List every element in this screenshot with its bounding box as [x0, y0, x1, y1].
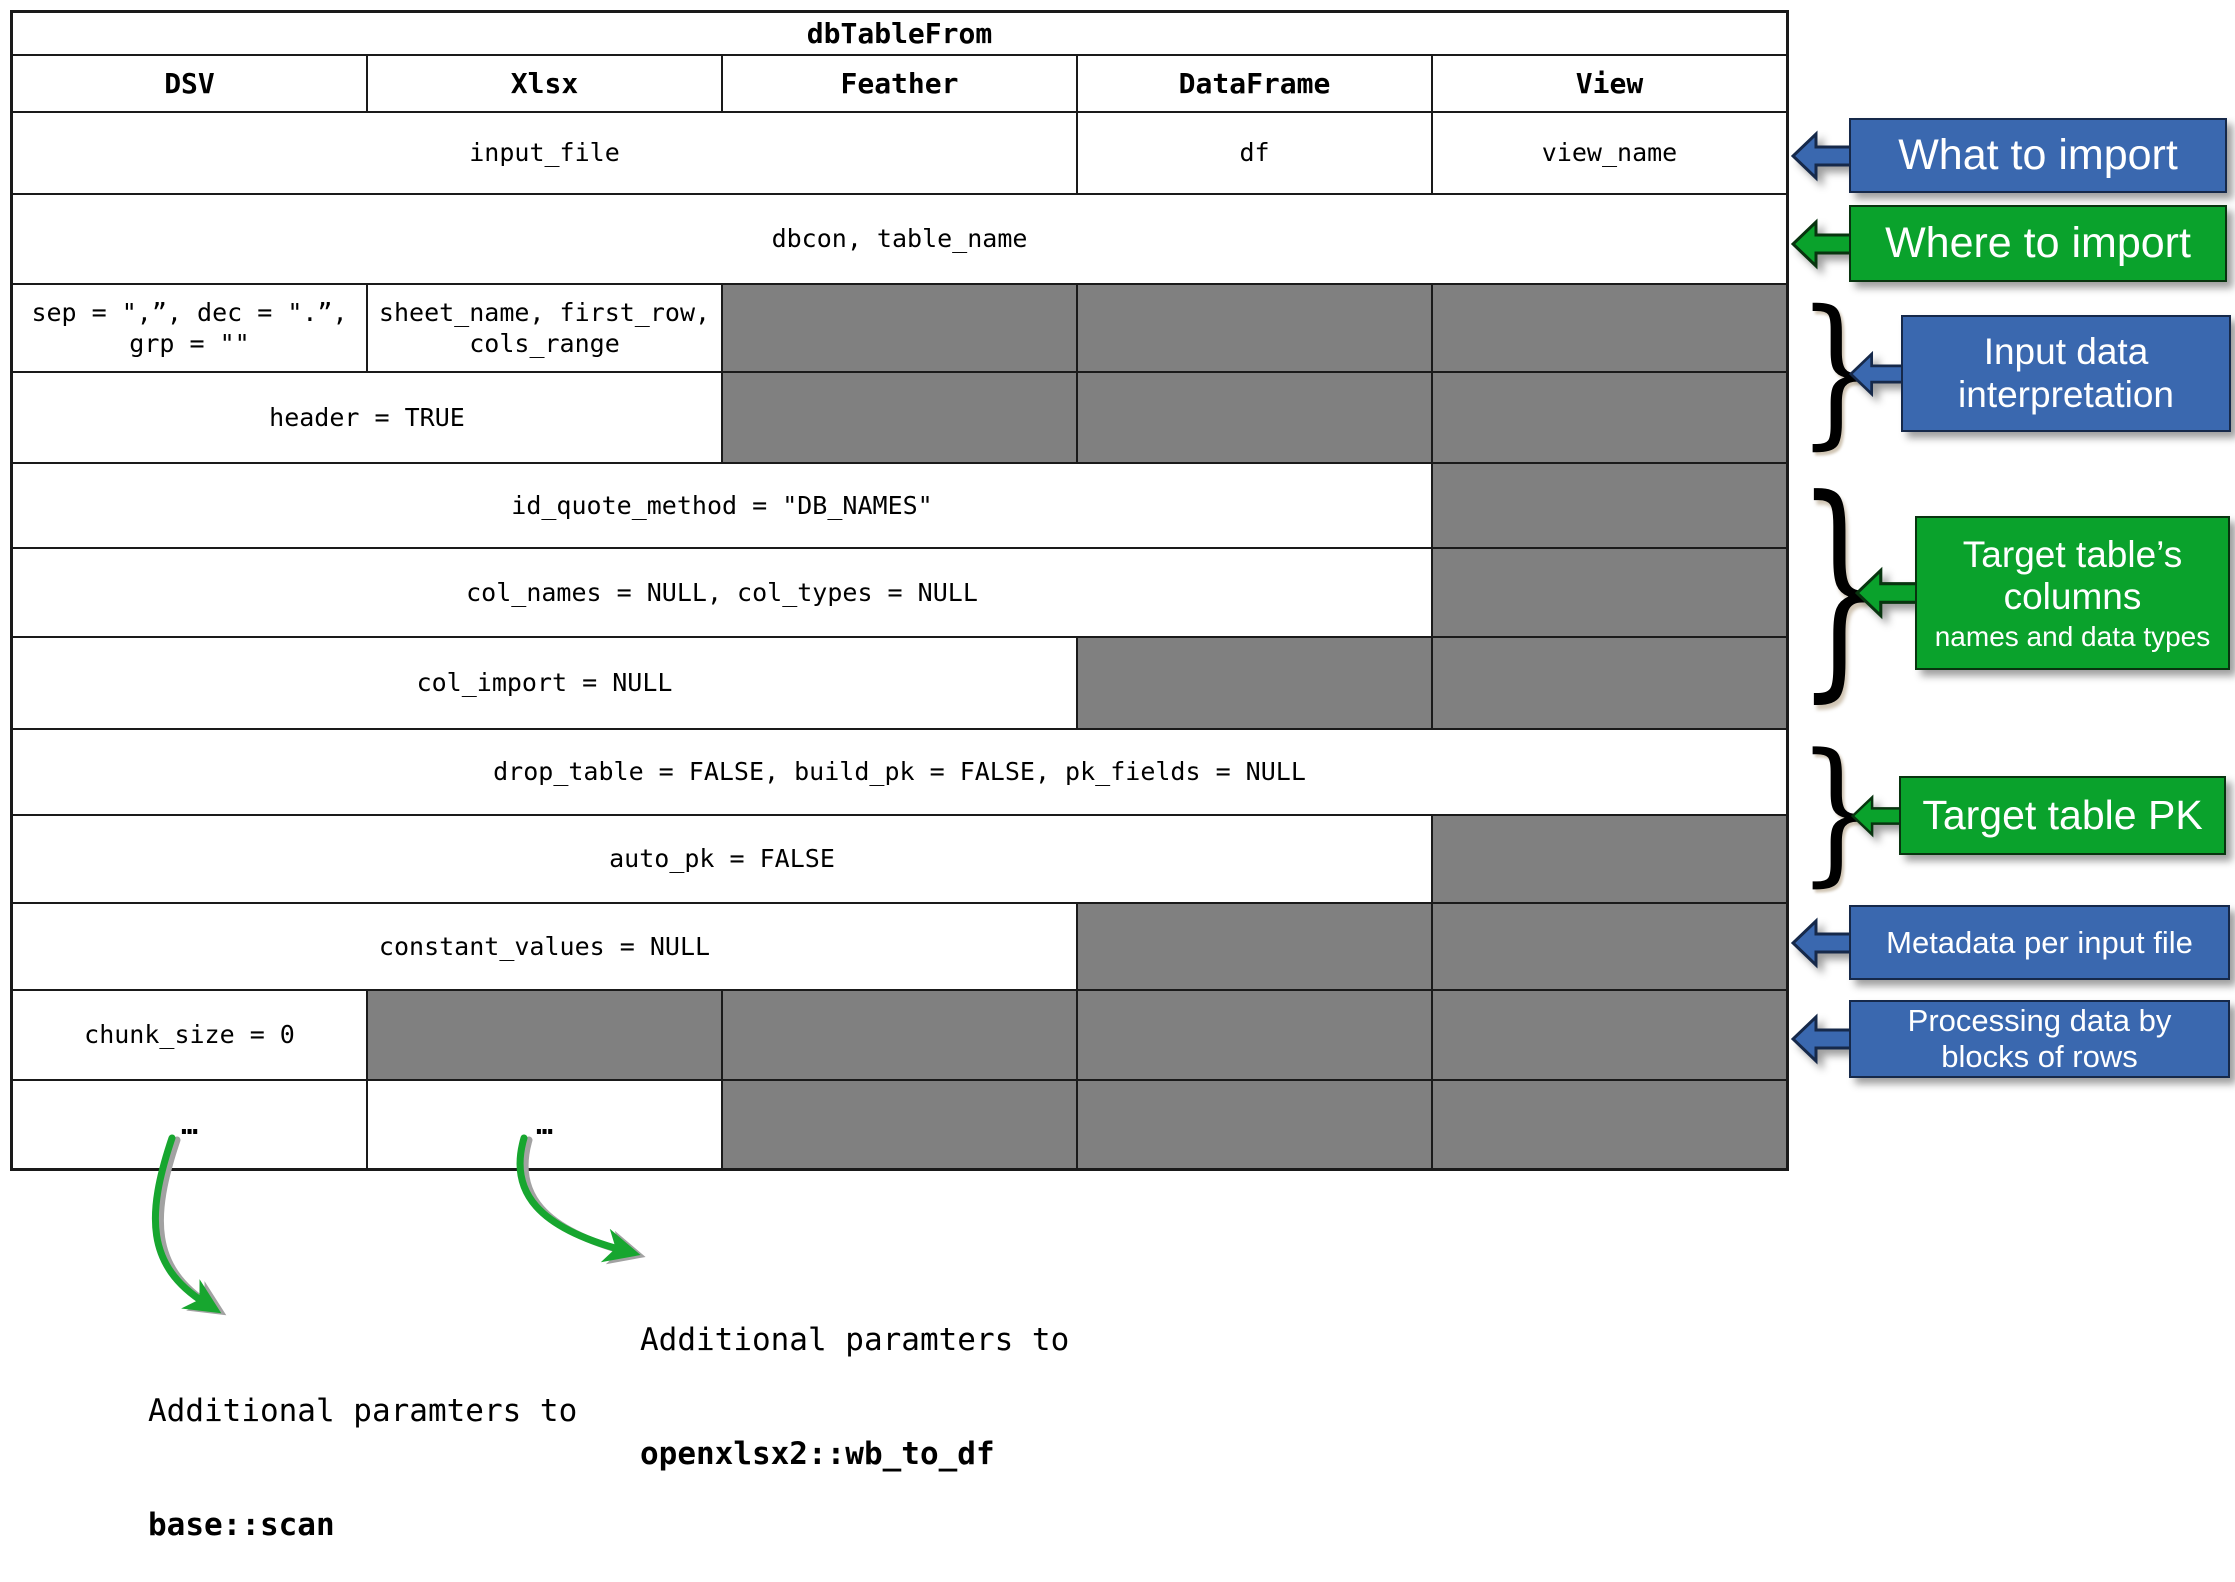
callout-label: What to import: [1898, 130, 2178, 179]
callout-what-to-import: What to import: [1791, 118, 2227, 193]
footnote-line1: Additional paramters to: [148, 1393, 578, 1429]
cell-id-quote-method: id_quote_method = "DB_NAMES": [12, 463, 1432, 548]
cell-constant-values: constant_values = NULL: [12, 903, 1077, 990]
left-arrow-icon: [1851, 793, 1905, 838]
na-cell: [722, 990, 1077, 1080]
parameter-table: dbTableFrom DSV Xlsx Feather DataFrame V…: [10, 10, 1789, 1171]
cell-drop-table-build-pk: drop_table = FALSE, build_pk = FALSE, pk…: [12, 729, 1787, 815]
footnote-openxlsx2: Additional paramters to openxlsx2::wb_to…: [640, 1245, 1069, 1511]
na-cell: [1077, 637, 1432, 729]
callout-where-to-import: Where to import: [1791, 205, 2227, 282]
na-cell: [1432, 284, 1787, 372]
footnote-line2: base::scan: [148, 1507, 335, 1543]
cell-chunk-size: chunk_size = 0: [12, 990, 367, 1080]
left-arrow-icon: [1849, 350, 1907, 397]
callout-label: Processing data by blocks of rows: [1907, 1003, 2172, 1074]
callout-processing-by-blocks: Processing data by blocks of rows: [1791, 1000, 2230, 1078]
callout-label: Where to import: [1885, 218, 2191, 267]
footnote-line1: Additional paramters to: [640, 1322, 1070, 1358]
cell-sep-dec-grp: sep = ",”, dec = ".”, grp = "": [12, 284, 367, 372]
callout-target-table-pk: Target table PK: [1851, 776, 2226, 855]
na-cell: [1077, 903, 1432, 990]
callout-subtitle: names and data types: [1934, 620, 2211, 652]
column-header-feather: Feather: [722, 55, 1077, 112]
callout-label: Metadata per input file: [1886, 924, 2193, 960]
cell-input-file: input_file: [12, 112, 1077, 194]
cell-sheet-name-etc: sheet_name, first_row, cols_range: [367, 284, 722, 372]
na-cell: [1077, 1080, 1432, 1169]
na-cell: [1077, 372, 1432, 463]
column-header-dataframe: DataFrame: [1077, 55, 1432, 112]
na-cell: [1077, 990, 1432, 1080]
na-cell: [1432, 990, 1787, 1080]
cell-header-true: header = TRUE: [12, 372, 722, 463]
cell-col-names-types: col_names = NULL, col_types = NULL: [12, 548, 1432, 637]
callout-input-data-interpretation: Input data interpretation: [1849, 315, 2231, 432]
callout-label: Target table’s columns: [1962, 533, 2183, 618]
column-header-xlsx: Xlsx: [367, 55, 722, 112]
na-cell: [722, 1080, 1077, 1169]
cell-df: df: [1077, 112, 1432, 194]
left-arrow-icon: [1791, 217, 1855, 270]
callout-label: Target table PK: [1922, 791, 2203, 838]
column-header-dsv: DSV: [12, 55, 367, 112]
na-cell: [1077, 284, 1432, 372]
cell-col-import: col_import = NULL: [12, 637, 1077, 729]
table-title: dbTableFrom: [12, 12, 1787, 55]
na-cell: [1432, 903, 1787, 990]
na-cell: [722, 284, 1077, 372]
cell-view-name: view_name: [1432, 112, 1787, 194]
cell-dbcon-table-name: dbcon, table_name: [12, 194, 1787, 284]
callout-metadata-per-input-file: Metadata per input file: [1791, 905, 2230, 980]
na-cell: [1432, 463, 1787, 548]
left-arrow-icon: [1791, 129, 1855, 182]
na-cell: [1432, 815, 1787, 903]
na-cell: [1432, 548, 1787, 637]
left-arrow-icon: [1791, 916, 1855, 969]
footnote-base-scan: Additional paramters to base::scan: [148, 1316, 577, 1582]
na-cell: [1432, 372, 1787, 463]
cell-ellipsis-dsv: …: [12, 1080, 367, 1169]
na-cell: [367, 990, 722, 1080]
left-arrow-icon: [1855, 566, 1921, 620]
na-cell: [1432, 637, 1787, 729]
cell-ellipsis-xlsx: …: [367, 1080, 722, 1169]
footnote-line2: openxlsx2::wb_to_df: [640, 1436, 995, 1472]
callout-target-table-columns: Target table’s columns names and data ty…: [1855, 516, 2230, 670]
na-cell: [722, 372, 1077, 463]
callout-label: Input data interpretation: [1958, 330, 2174, 415]
left-arrow-icon: [1791, 1013, 1855, 1065]
na-cell: [1432, 1080, 1787, 1169]
cell-auto-pk: auto_pk = FALSE: [12, 815, 1432, 903]
column-header-view: View: [1432, 55, 1787, 112]
